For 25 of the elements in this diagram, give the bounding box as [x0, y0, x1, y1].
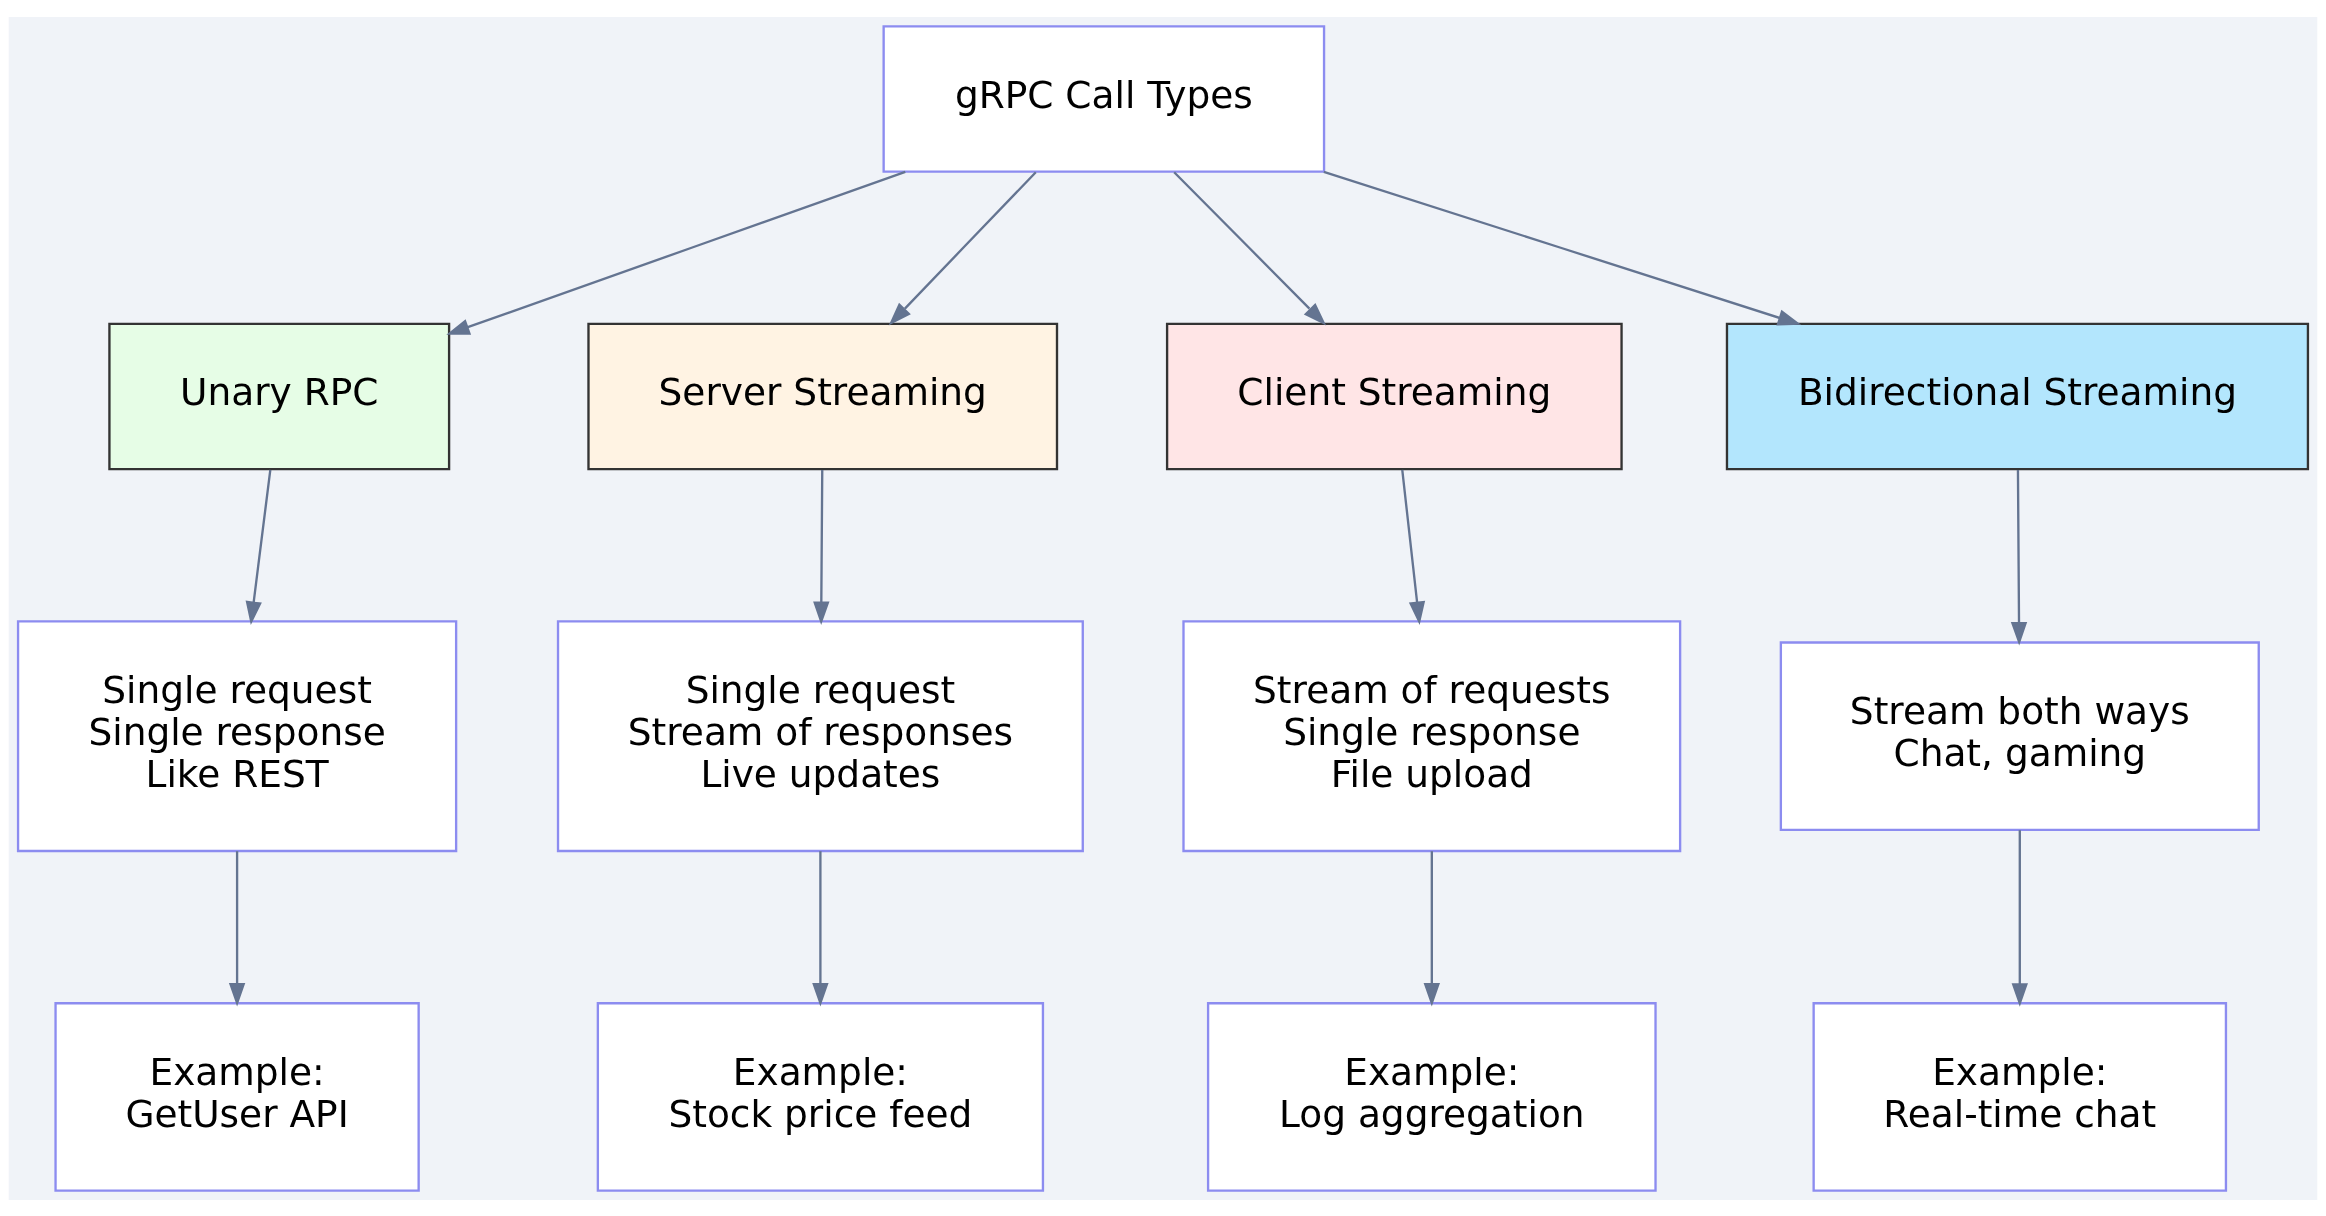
- arrow: [2010, 469, 2028, 645]
- arrow: [1423, 850, 1440, 1006]
- node-box: Example: Log aggregation: [1206, 1001, 1657, 1192]
- arrow: [1173, 170, 1327, 325]
- node-box: Bidirectional Streaming: [1725, 322, 2310, 470]
- arrow: [228, 850, 246, 1006]
- arrow: [245, 469, 272, 625]
- node-box: Client Streaming: [1165, 322, 1623, 470]
- node-box: Single request Single response Like REST: [16, 619, 458, 852]
- arrow: [1401, 469, 1426, 625]
- node-box: Example: Stock price feed: [596, 1001, 1045, 1192]
- arrow: [888, 170, 1037, 325]
- node-box: Server Streaming: [587, 322, 1059, 470]
- node-box: Example: Real-time chat: [1812, 1001, 2228, 1192]
- node-box: Example: GetUser API: [54, 1001, 420, 1192]
- arrow: [1323, 170, 1802, 325]
- arrow: [812, 850, 829, 1006]
- arrow: [446, 170, 906, 335]
- arrow: [2011, 829, 2028, 1007]
- node-box: Unary RPC: [108, 322, 451, 470]
- node-box: Stream of requests Single response File upload: [1182, 619, 1682, 852]
- node-box: Stream both ways Chat, gaming: [1779, 640, 2260, 831]
- node-box: gRPC Call Types: [882, 24, 1326, 173]
- arrow: [813, 469, 830, 625]
- node-box: Single request Stream of responses Live updates: [556, 619, 1084, 852]
